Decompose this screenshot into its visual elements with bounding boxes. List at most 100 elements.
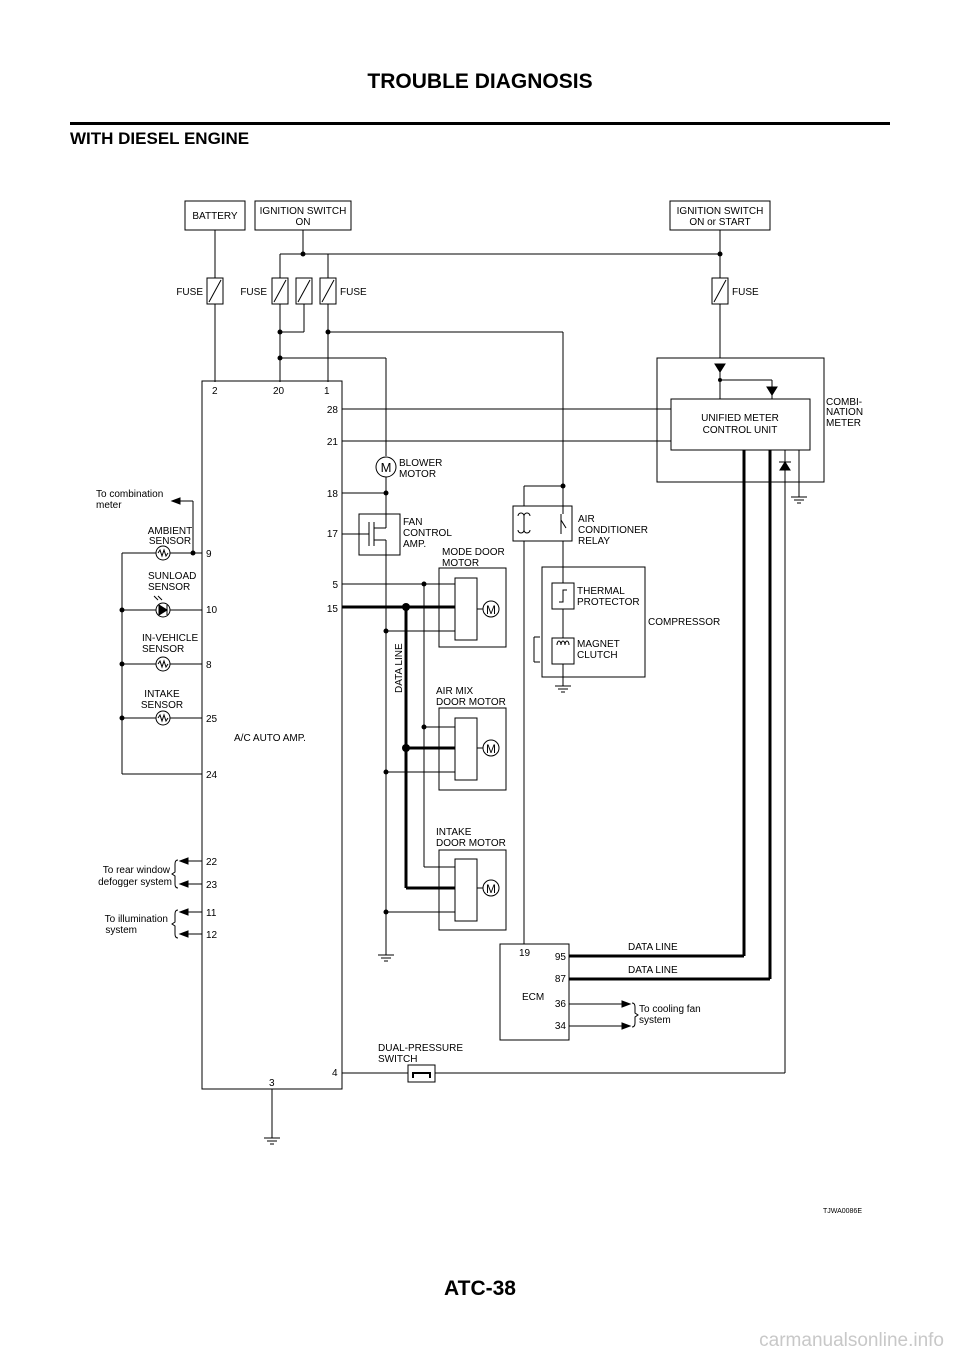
svg-text:28: 28	[327, 405, 339, 416]
svg-text:To combination: To combination	[96, 489, 163, 500]
fuse-battery: FUSE	[176, 277, 224, 305]
svg-text:AIR MIX: AIR MIX	[436, 686, 474, 697]
svg-text:BLOWER: BLOWER	[399, 458, 442, 469]
ign-on-label-2: ON	[296, 217, 311, 228]
svg-text:2: 2	[212, 386, 218, 397]
svg-text:34: 34	[555, 1021, 567, 1032]
svg-text:3: 3	[269, 1078, 275, 1089]
svg-text:THERMAL: THERMAL	[577, 586, 625, 597]
compressor: THERMAL PROTECTOR MAGNET CLUTCH COMPRESS…	[533, 566, 720, 678]
svg-text:FAN: FAN	[403, 517, 422, 528]
svg-text:15: 15	[327, 604, 339, 615]
svg-text:MOTOR: MOTOR	[442, 558, 479, 569]
svg-text:19: 19	[519, 948, 531, 959]
svg-text:FUSE: FUSE	[176, 287, 203, 298]
svg-text:MOTOR: MOTOR	[399, 469, 436, 480]
svg-text:CLUTCH: CLUTCH	[577, 650, 618, 661]
svg-text:system: system	[105, 925, 137, 936]
svg-text:22: 22	[206, 857, 218, 868]
svg-text:SENSOR: SENSOR	[148, 582, 190, 593]
svg-text:8: 8	[206, 660, 212, 671]
figure-id: TJWA0086E	[823, 1208, 862, 1215]
svg-text:SWITCH: SWITCH	[378, 1054, 417, 1065]
ignition-switch-on-box: IGNITION SWITCH ON	[254, 200, 352, 231]
watermark: carmanualsonline.info	[759, 1330, 944, 1351]
svg-text:M: M	[486, 882, 496, 896]
svg-text:DOOR MOTOR: DOOR MOTOR	[436, 838, 506, 849]
ac-auto-amp: A/C AUTO AMP. 2 20 1 28 21 18 17 5 15 9 …	[201, 380, 343, 1090]
fuse-ign-start: FUSE	[711, 277, 759, 305]
svg-text:17: 17	[327, 529, 339, 540]
svg-text:87: 87	[555, 974, 567, 985]
svg-text:23: 23	[206, 880, 218, 891]
svg-text:SENSOR: SENSOR	[142, 644, 184, 655]
dual-pressure-switch: DUAL-PRESSURE SWITCH	[378, 1043, 463, 1083]
ign-start-label-1: IGNITION SWITCH	[677, 206, 764, 217]
cooling-fan-label-1: To cooling fan	[639, 1004, 701, 1015]
ecm: 19 95 87 36 34 ECM	[499, 943, 570, 1041]
svg-text:NATION: NATION	[826, 407, 863, 418]
svg-text:UNIFIED METER: UNIFIED METER	[701, 413, 779, 424]
ignition-switch-start-box: IGNITION SWITCH ON or START	[669, 200, 771, 231]
svg-text:AMBIENT: AMBIENT	[148, 526, 192, 537]
svg-text:1: 1	[324, 386, 330, 397]
cooling-fan-label-2: system	[639, 1015, 671, 1026]
fuse-ign-3: FUSE	[319, 277, 367, 305]
svg-text:RELAY: RELAY	[578, 536, 610, 547]
to-combination-meter: To combination meter	[96, 489, 194, 553]
intake-sensor: INTAKE SENSOR	[141, 689, 183, 726]
svg-text:21: 21	[327, 437, 339, 448]
svg-text:25: 25	[206, 714, 218, 725]
ac-relay: AIR CONDITIONER RELAY	[512, 505, 648, 547]
svg-text:COMBI-: COMBI-	[826, 397, 862, 408]
in-vehicle-sensor: IN-VEHICLE SENSOR	[142, 633, 198, 672]
ecm-data-line-1: DATA LINE	[628, 942, 678, 953]
svg-text:FUSE: FUSE	[732, 287, 759, 298]
svg-text:11: 11	[206, 908, 217, 919]
svg-text:FUSE: FUSE	[240, 287, 267, 298]
svg-text:36: 36	[555, 999, 567, 1010]
svg-text:DOOR MOTOR: DOOR MOTOR	[436, 697, 506, 708]
svg-text:meter: meter	[96, 500, 122, 511]
svg-text:COMPRESSOR: COMPRESSOR	[648, 617, 720, 628]
combination-meter: UNIFIED METER CONTROL UNIT COMBI- NATION…	[656, 357, 863, 483]
svg-text:AMP.: AMP.	[403, 539, 426, 550]
svg-text:ECM: ECM	[522, 992, 544, 1003]
section-title: WITH DIESEL ENGINE	[70, 129, 250, 148]
svg-text:18: 18	[327, 489, 339, 500]
svg-text:5: 5	[332, 580, 338, 591]
svg-text:CONTROL UNIT: CONTROL UNIT	[703, 425, 778, 436]
svg-text:DUAL-PRESSURE: DUAL-PRESSURE	[378, 1043, 463, 1054]
fan-control-amp: FAN CONTROL AMP.	[342, 513, 452, 556]
air-mix-door-motor: M AIR MIX DOOR MOTOR	[436, 686, 507, 791]
svg-text:M: M	[486, 742, 496, 756]
svg-text:INTAKE: INTAKE	[144, 689, 180, 700]
svg-text:METER: METER	[826, 418, 861, 429]
page-header-title: TROUBLE DIAGNOSIS	[367, 70, 593, 93]
svg-text:MODE DOOR: MODE DOOR	[442, 547, 505, 558]
data-line-label: DATA LINE	[394, 643, 405, 693]
svg-text:SUNLOAD: SUNLOAD	[148, 571, 196, 582]
intake-door-motor: M INTAKE DOOR MOTOR	[436, 827, 507, 931]
svg-text:9: 9	[206, 549, 212, 560]
ambient-sensor: AMBIENT SENSOR	[148, 526, 192, 561]
page-number: ATC-38	[444, 1277, 516, 1300]
ecm-data-line-2: DATA LINE	[628, 965, 678, 976]
svg-text:20: 20	[273, 386, 285, 397]
sunload-sensor: SUNLOAD SENSOR	[148, 571, 196, 618]
header-rule	[70, 122, 890, 125]
svg-text:SENSOR: SENSOR	[141, 700, 183, 711]
mode-door-motor: M MODE DOOR MOTOR	[438, 547, 507, 648]
svg-text:To illumination: To illumination	[105, 914, 168, 925]
battery-label: BATTERY	[192, 211, 238, 222]
svg-text:M: M	[486, 603, 496, 617]
to-illumination-system: To illumination system	[105, 908, 202, 939]
blower-motor: M BLOWER MOTOR	[375, 456, 442, 480]
fuse-ign-1: FUSE	[240, 277, 289, 305]
svg-text:95: 95	[555, 952, 567, 963]
svg-text:CONTROL: CONTROL	[403, 528, 452, 539]
svg-text:IN-VEHICLE: IN-VEHICLE	[142, 633, 198, 644]
svg-text:M: M	[381, 460, 392, 475]
svg-text:AIR: AIR	[578, 514, 595, 525]
